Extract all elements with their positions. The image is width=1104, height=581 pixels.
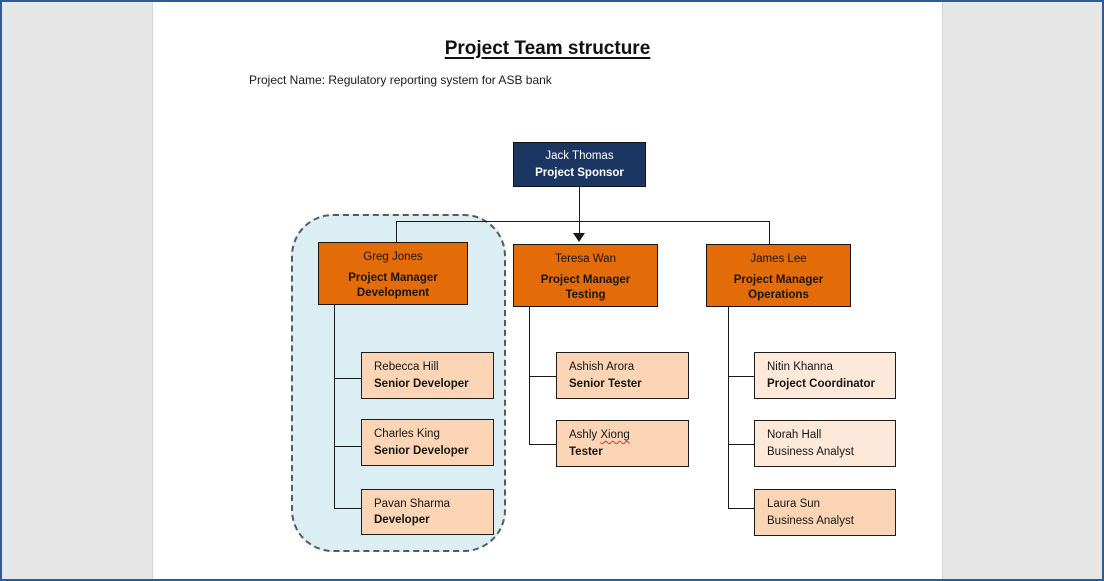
person-role: Project Coordinator	[767, 378, 875, 390]
connector-dev-stub-3	[334, 508, 361, 510]
person-role: Senior Developer	[374, 445, 469, 457]
person-name: Pavan Sharma	[374, 498, 451, 510]
person-name: Laura Sun	[767, 498, 821, 510]
person-name: Rebecca Hill	[374, 361, 439, 373]
person-role: Project Manager Development	[348, 272, 438, 299]
person-name: Nitin Khanna	[767, 361, 833, 373]
org-node-member: Norah Hall Business Analyst	[754, 420, 896, 467]
project-name-label: Project Name: Regulatory reporting syste…	[249, 73, 552, 87]
connector-sponsor-drop	[579, 187, 581, 234]
connector-ops-drop	[769, 221, 771, 245]
person-name: Ashish Arora	[569, 361, 635, 373]
connector-dev-stub-2	[334, 446, 361, 448]
spellcheck-flagged-word: Xiong	[600, 429, 630, 441]
org-node-member: Ashly Xiong Tester	[556, 420, 689, 467]
org-node-manager-development: Greg Jones Project Manager Development	[318, 242, 468, 305]
person-name: Ashly Xiong	[569, 429, 630, 441]
page-title: Project Team structure	[444, 38, 651, 59]
person-role: Project Manager Operations	[733, 274, 824, 301]
connector-main-horizontal	[396, 221, 770, 223]
org-node-member: Rebecca Hill Senior Developer	[361, 352, 494, 399]
person-role: Business Analyst	[767, 515, 854, 527]
org-node-member: Ashish Arora Senior Tester	[556, 352, 689, 399]
connector-test-stub-1	[529, 376, 556, 378]
connector-ops-stub-3	[728, 508, 754, 510]
connector-test-stub-2	[529, 444, 556, 446]
person-name: Charles King	[374, 428, 440, 440]
org-node-manager-testing: Teresa Wan Project Manager Testing	[513, 244, 658, 307]
person-role: Project Manager Testing	[540, 274, 631, 301]
person-name: Teresa Wan	[555, 253, 616, 265]
document-page: Project Team structure Project Name: Reg…	[152, 2, 943, 579]
org-node-member: Charles King Senior Developer	[361, 419, 494, 466]
person-name: Greg Jones	[363, 251, 423, 263]
org-node-member: Nitin Khanna Project Coordinator	[754, 352, 896, 399]
person-role: Business Analyst	[767, 446, 854, 458]
connector-arrowhead	[573, 233, 585, 242]
person-role: Tester	[569, 446, 603, 458]
connector-dev-column	[334, 305, 336, 509]
person-role: Project Sponsor	[535, 167, 624, 179]
person-role: Senior Tester	[569, 378, 642, 390]
person-name: Norah Hall	[767, 429, 822, 441]
connector-ops-stub-2	[728, 444, 754, 446]
person-name: James Lee	[750, 253, 807, 265]
org-node-member: Laura Sun Business Analyst	[754, 489, 896, 536]
org-node-project-sponsor: Jack Thomas Project Sponsor	[513, 142, 646, 187]
person-name: Jack Thomas	[545, 150, 614, 162]
connector-ops-stub-1	[728, 376, 754, 378]
connector-ops-column	[728, 307, 730, 509]
connector-dev-stub-1	[334, 378, 361, 380]
person-role: Senior Developer	[374, 378, 469, 390]
org-node-manager-operations: James Lee Project Manager Operations	[706, 244, 851, 307]
person-role: Developer	[374, 514, 430, 526]
org-node-member: Pavan Sharma Developer	[361, 489, 494, 535]
connector-dev-drop	[396, 221, 398, 243]
